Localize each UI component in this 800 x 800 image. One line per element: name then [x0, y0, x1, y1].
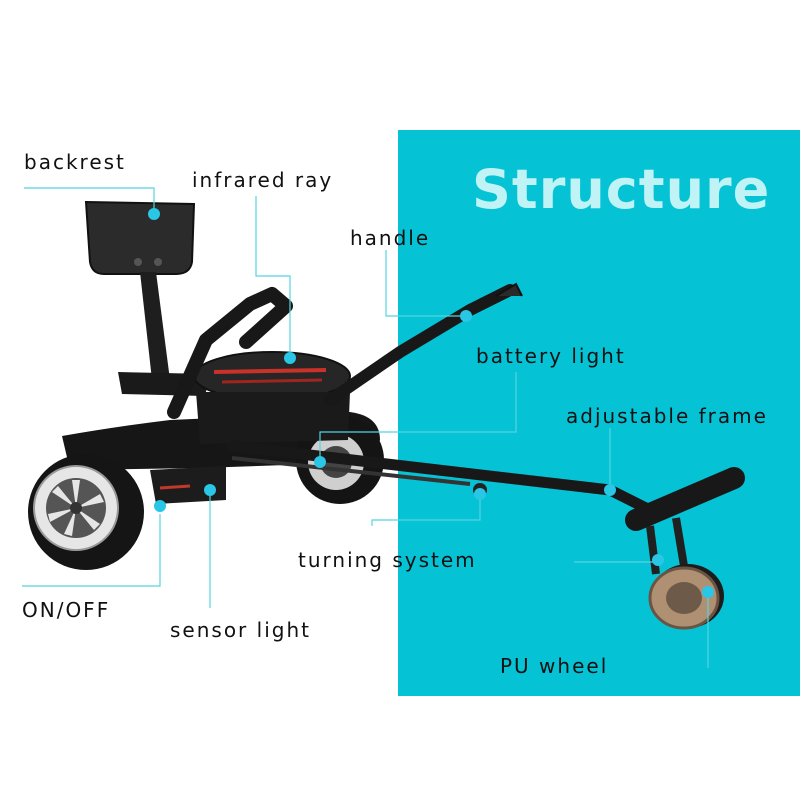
right-handle — [324, 284, 516, 406]
callout-dots — [148, 208, 714, 598]
infrared-platform — [193, 351, 351, 444]
label-backrest: backrest — [24, 150, 126, 174]
label-sensor-light: sensor light — [170, 618, 311, 642]
label-battery-light: battery light — [476, 344, 626, 368]
backrest-part — [84, 200, 196, 275]
label-turning-system: turning system — [298, 548, 477, 572]
label-handle: handle — [350, 226, 431, 250]
label-pu-wheel: PU wheel — [500, 654, 609, 678]
front-crossbar — [625, 467, 745, 531]
seat-post — [140, 272, 170, 380]
label-adjustable-frame: adjustable frame — [566, 404, 768, 428]
hoverboard-wheel-left — [28, 454, 144, 570]
label-infrared-ray: infrared ray — [192, 168, 334, 192]
adjustable-frame-bar — [226, 440, 656, 516]
diagram-title: Structure — [472, 158, 771, 221]
leader-lines — [22, 187, 709, 668]
left-handle — [167, 287, 293, 419]
cyan-background-panel — [398, 130, 800, 696]
label-on-off: ON/OFF — [22, 598, 111, 622]
front-fork — [646, 517, 688, 575]
pu-wheel-part — [648, 564, 724, 630]
